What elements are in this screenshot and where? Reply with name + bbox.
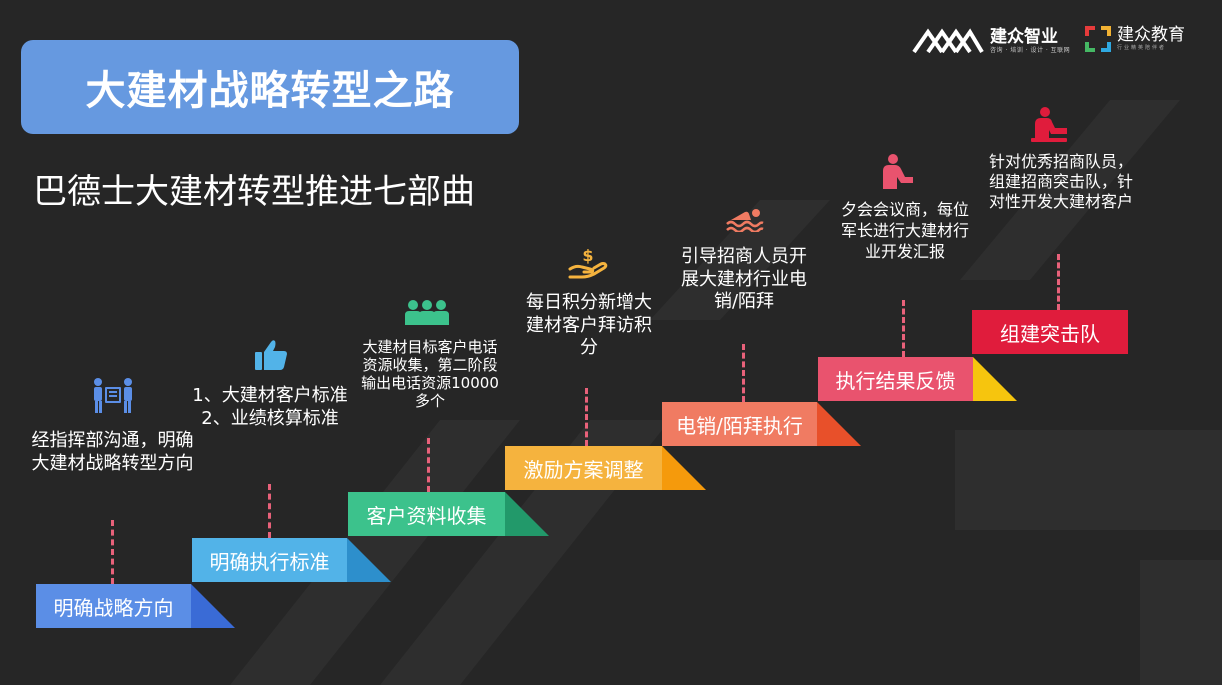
- jz-jiaoyu-name: 建众教育: [1117, 25, 1185, 45]
- step-2-label: 明确执行标准: [192, 538, 347, 582]
- step-4-description: 每日积分新增大建材客户拜访积分: [526, 292, 652, 358]
- step-5-label: 电销/陌拜执行: [662, 402, 817, 446]
- jz-zhiye-tagline: 咨询 · 培训 · 设计 · 互联网: [990, 46, 1071, 54]
- page-title: 大建材战略转型之路: [85, 68, 455, 114]
- step-7-description: 针对优秀招商队员，组建招商突击队，针对性开发大建材客户: [988, 152, 1133, 211]
- step-1-label: 明确战略方向: [36, 584, 191, 628]
- jz-jiaoyu-logo-mark-icon: [1085, 26, 1111, 52]
- jz-zhiye-logo: 建众智业 咨询 · 培训 · 设计 · 互联网: [912, 26, 1070, 56]
- swimming-icon: [726, 209, 764, 232]
- step-3-connector: [427, 438, 430, 492]
- team-board-icon: [94, 378, 132, 413]
- money-hand-icon: $: [568, 247, 608, 279]
- step-4-shadow: [662, 446, 706, 490]
- presenter-icon: [1031, 107, 1067, 142]
- step-2-description: 1、大建材客户标准 2、业绩核算标准: [192, 385, 348, 430]
- thumbs-up-icon: [255, 340, 287, 370]
- step-3-description: 大建材目标客户电话资源收集，第二阶段输出电话资源10000多个: [361, 338, 499, 410]
- step-6-shadow: [973, 357, 1017, 401]
- jz-zhiye-name: 建众智业: [990, 26, 1058, 47]
- svg-text:$: $: [582, 247, 593, 265]
- meeting-icon: [883, 154, 913, 189]
- step-3-shadow: [505, 492, 549, 536]
- step-2-connector: [268, 484, 271, 538]
- step-5-shadow: [817, 402, 861, 446]
- step-2-shadow: [347, 538, 391, 582]
- step-5-connector: [742, 344, 745, 402]
- step-6-label: 执行结果反馈: [818, 357, 973, 401]
- step-4-label: 激励方案调整: [505, 446, 662, 490]
- jz-jiaoyu-logo: 建众教育 行业精英陪伴者: [1085, 26, 1185, 52]
- step-7-connector: [1057, 254, 1060, 310]
- step-4-connector: [585, 388, 588, 446]
- group-icon: [405, 300, 449, 325]
- step-1-shadow: [191, 584, 235, 628]
- step-3-label: 客户资料收集: [348, 492, 505, 536]
- step-6-description: 夕会会议商，每位军长进行大建材行业开发汇报: [840, 200, 969, 261]
- jz-zhiye-logo-mark-icon: [912, 28, 984, 54]
- step-1-connector: [111, 520, 114, 584]
- page-subtitle: 巴德士大建材转型推进七部曲: [33, 172, 475, 212]
- step-5-description: 引导招商人员开展大建材行业电销/陌拜: [681, 246, 807, 312]
- step-1-description: 经指挥部沟通，明确大建材战略转型方向: [31, 430, 194, 474]
- step-7-label: 组建突击队: [972, 310, 1128, 354]
- jz-jiaoyu-tagline: 行业精英陪伴者: [1117, 45, 1167, 51]
- title-banner: 大建材战略转型之路: [21, 40, 519, 134]
- step-6-connector: [902, 300, 905, 357]
